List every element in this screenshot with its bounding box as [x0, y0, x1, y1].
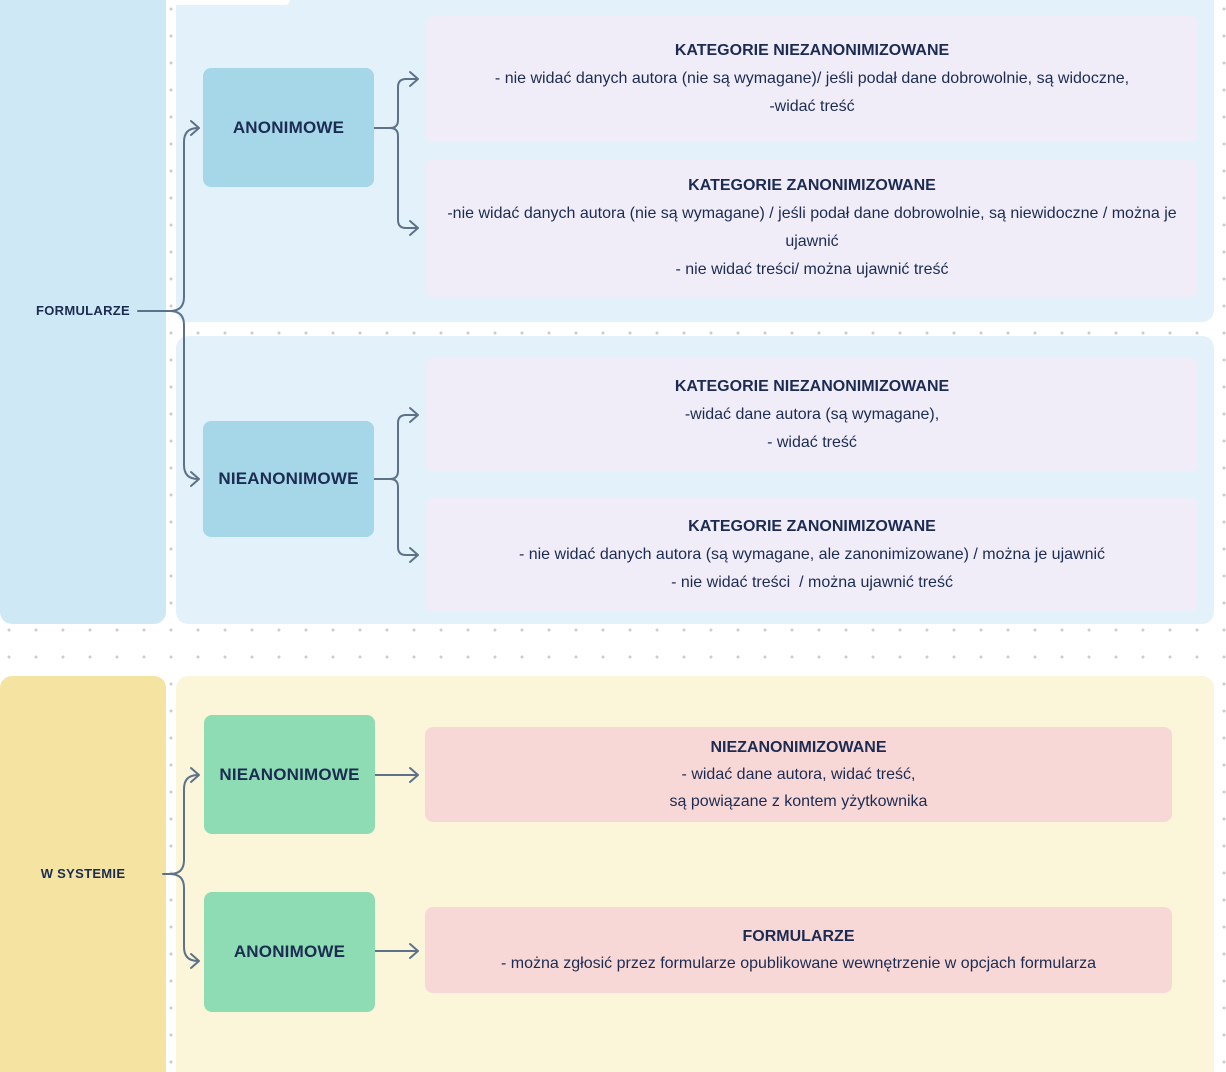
card-kategorie-niezanonimizowane-nieanonimowe[interactable]: KATEGORIE NIEZANONIMIZOWANE -widać dane … — [426, 358, 1198, 472]
card-line: - nie widać danych autora (są wymagane, … — [518, 546, 1106, 563]
card-formularze-system[interactable]: FORMULARZE - można zgłosić przez formula… — [425, 907, 1172, 993]
node-anonimowe-system[interactable]: ANONIMOWE — [204, 892, 375, 1012]
card-title: NIEZANONIMIZOWANE — [710, 739, 887, 756]
card-kategorie-zanonimizowane-anonimowe[interactable]: KATEGORIE ZANONIMIZOWANE -nie widać dany… — [426, 159, 1198, 297]
card-line: - widać dane autora, widać treść, — [681, 766, 916, 783]
card-line: - nie widać treści/ można ujawnić treść — [675, 261, 949, 278]
card-title: KATEGORIE ZANONIMIZOWANE — [688, 177, 936, 194]
card-line: są powiązane z kontem yżytkownika — [669, 793, 928, 810]
node-nieanonimowe-system[interactable]: NIEANONIMOWE — [204, 715, 375, 834]
card-niezanonimizowane-system[interactable]: NIEZANONIMIZOWANE - widać dane autora, w… — [425, 727, 1172, 822]
card-line: -widać dane autora (są wymagane), — [684, 406, 940, 423]
node-nieanonimowe[interactable]: NIEANONIMOWE — [203, 421, 374, 537]
section-panel-w-systemie[interactable]: W SYSTEMIE — [0, 676, 166, 1072]
card-title: KATEGORIE NIEZANONIMIZOWANE — [674, 378, 950, 395]
card-title: FORMULARZE — [742, 928, 855, 945]
card-line: -widać treść — [769, 98, 855, 115]
card-title: KATEGORIE ZANONIMIZOWANE — [688, 518, 936, 535]
card-kategorie-niezanonimizowane-anonimowe[interactable]: KATEGORIE NIEZANONIMIZOWANE - nie widać … — [426, 16, 1198, 142]
node-anonimowe[interactable]: ANONIMOWE — [203, 68, 374, 187]
card-line: - nie widać treści / można ujawnić treść — [671, 574, 953, 591]
card-line: - można zgłosić przez formularze opublik… — [501, 955, 1096, 972]
top-white-notch — [176, 0, 290, 5]
section-label-formularze: FORMULARZE — [36, 303, 130, 318]
card-kategorie-zanonimizowane-nieanonimowe[interactable]: KATEGORIE ZANONIMIZOWANE - nie widać dan… — [426, 498, 1198, 612]
section-label-w-systemie: W SYSTEMIE — [40, 866, 126, 881]
section-panel-formularze[interactable]: FORMULARZE — [0, 0, 166, 624]
card-title: KATEGORIE NIEZANONIMIZOWANE — [674, 42, 950, 59]
card-line: - nie widać danych autora (nie są wymaga… — [494, 70, 1130, 87]
card-line: -nie widać danych autora (nie są wymagan… — [447, 205, 1182, 250]
card-line: - widać treść — [767, 434, 857, 451]
